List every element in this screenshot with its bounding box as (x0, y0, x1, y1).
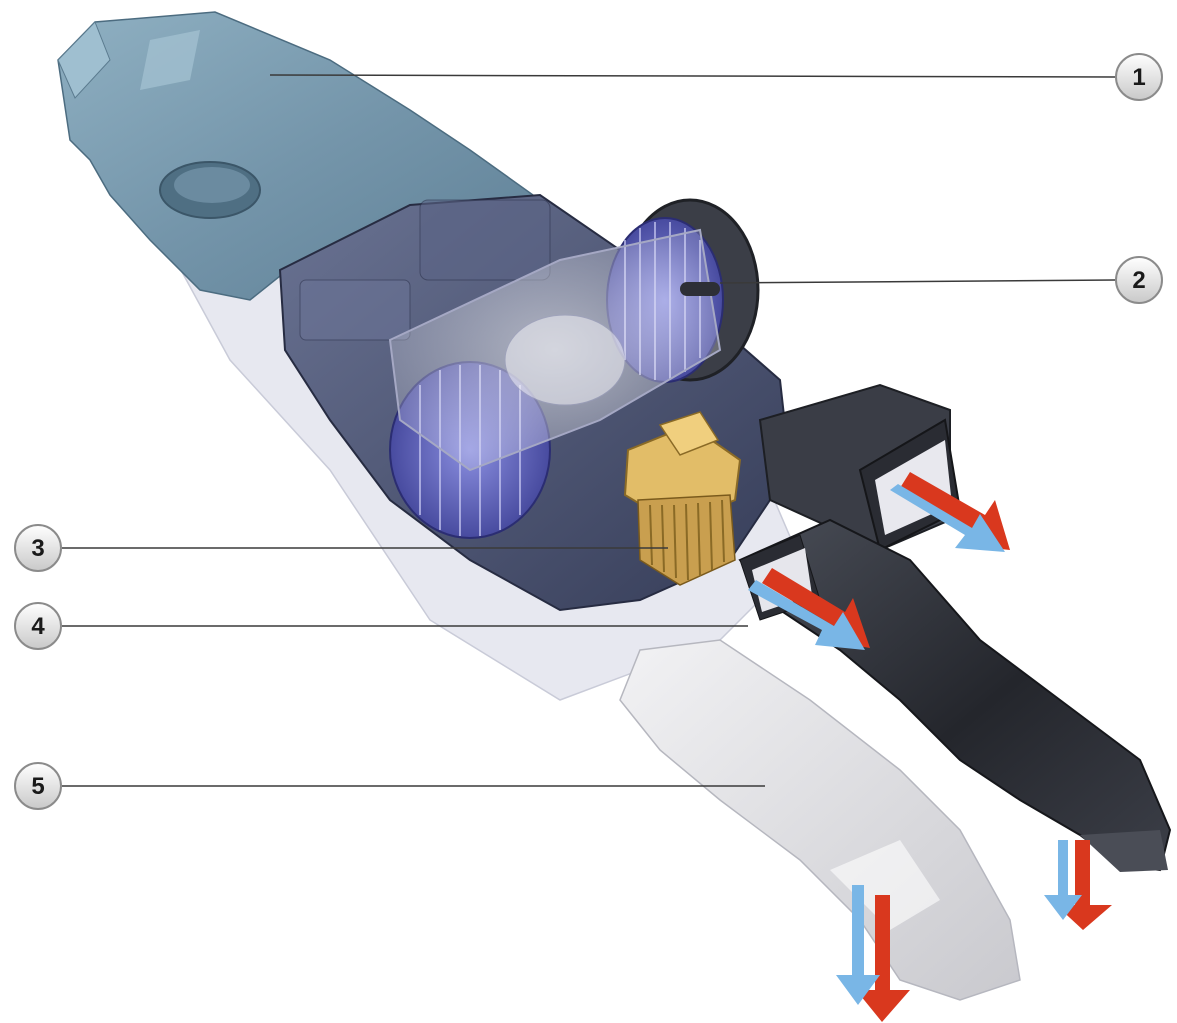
callout-number-3: 3 (31, 535, 44, 562)
callout-badge-1: 1 (1115, 53, 1163, 101)
lower-light-duct (619, 639, 1021, 1001)
blower-output-stage (623, 411, 742, 586)
callout-badge-5: 5 (14, 762, 62, 810)
callout-number-2: 2 (1132, 267, 1145, 294)
callout-badges: 1 2 3 4 5 (14, 53, 1163, 810)
airflow-arrow-cool (748, 580, 865, 650)
airflow-arrow-cool (890, 484, 1005, 552)
callout-badge-3: 3 (14, 524, 62, 572)
airflow-arrow-cool (1044, 840, 1082, 920)
callout-badge-2: 2 (1115, 256, 1163, 304)
airflow-arrows (748, 472, 1112, 1022)
leader-line-2 (719, 279, 1116, 284)
leader-lines (62, 74, 1116, 787)
upper-outlet (758, 383, 962, 552)
blower-fans (388, 198, 760, 539)
airflow-arrow-cool (836, 885, 880, 1005)
callout-number-5: 5 (31, 773, 44, 800)
airflow-arrow-warm (856, 895, 910, 1022)
leader-line-1 (269, 74, 1116, 78)
callout-number-4: 4 (31, 613, 45, 640)
callout-number-1: 1 (1132, 64, 1145, 91)
callout-badge-4: 4 (14, 602, 62, 650)
